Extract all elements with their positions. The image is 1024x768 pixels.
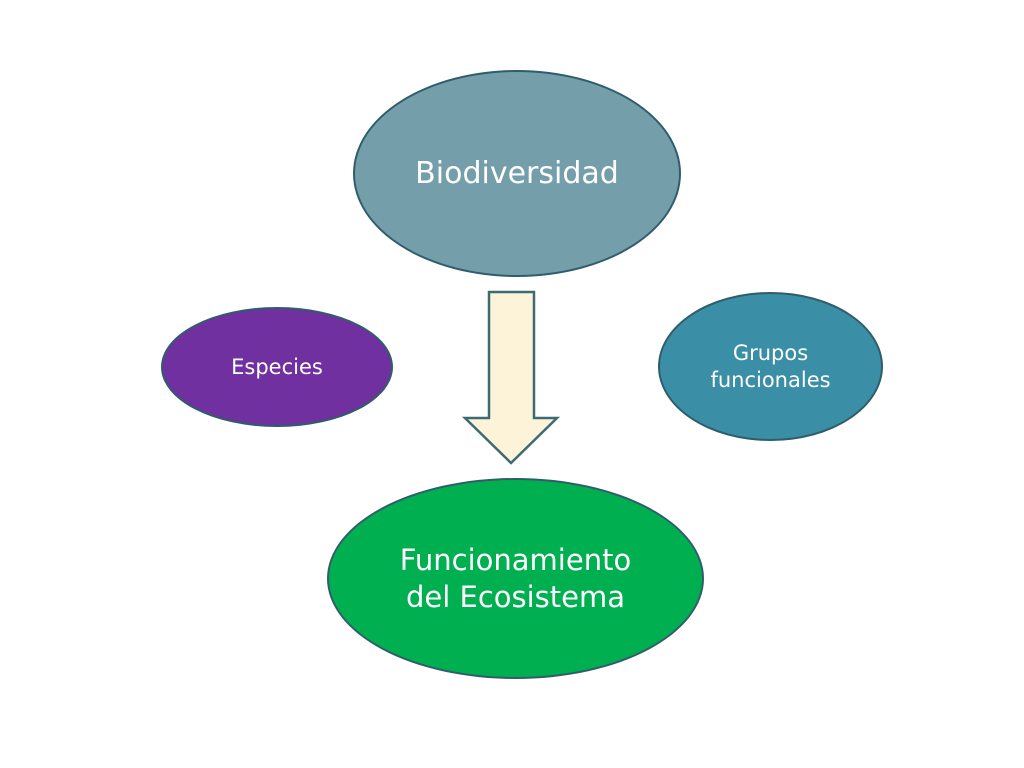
node-funcionamiento-ecosistema: Funcionamiento del Ecosistema bbox=[327, 478, 704, 679]
node-grupos-funcionales-label-line1: Grupos bbox=[732, 341, 809, 366]
node-grupos-funcionales: Grupos funcionales bbox=[658, 292, 883, 441]
node-biodiversidad: Biodiversidad bbox=[353, 70, 681, 277]
node-funcionamiento-label-line2: del Ecosistema bbox=[405, 579, 626, 614]
node-especies: Especies bbox=[161, 307, 393, 427]
node-funcionamiento-label-line1: Funcionamiento bbox=[399, 543, 632, 578]
node-biodiversidad-label: Biodiversidad bbox=[415, 155, 619, 191]
down-arrow-icon bbox=[461, 290, 561, 465]
node-grupos-funcionales-label-line2: funcionales bbox=[710, 367, 831, 392]
node-especies-label: Especies bbox=[231, 354, 323, 379]
